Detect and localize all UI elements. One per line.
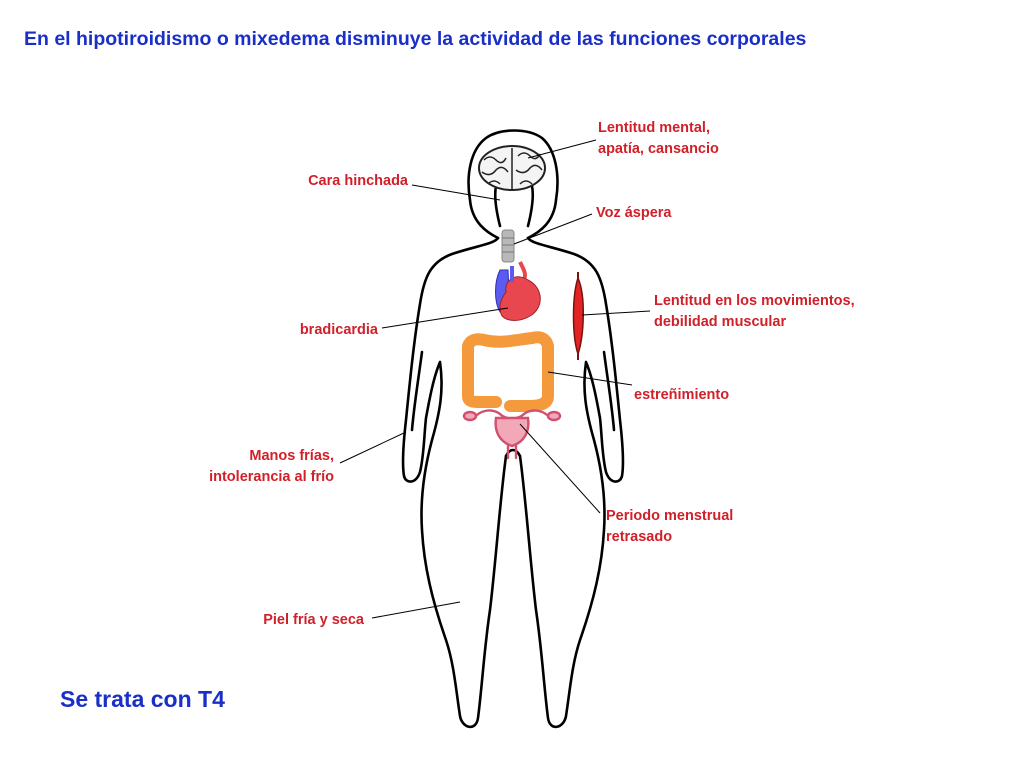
label-cara-hinchada: Cara hinchada — [308, 173, 408, 189]
heart-icon — [495, 261, 541, 321]
label-periodo-menstrual: Periodo menstrual retrasado — [606, 508, 734, 545]
label-lentitud-mental: Lentitud mental, apatía, cansancio — [598, 120, 719, 157]
label-estrenimiento: estreñimiento — [634, 387, 730, 403]
leader-lines — [339, 139, 651, 619]
uterus-icon — [462, 409, 562, 460]
muscle-icon — [572, 272, 585, 360]
label-manos-frias: Manos frías, intolerancia al frío — [209, 448, 334, 485]
page-title: En el hipotiroidismo o mixedema disminuy… — [24, 28, 807, 50]
body-outline — [401, 129, 625, 729]
brain-icon — [478, 145, 546, 191]
label-bradicardia: bradicardia — [299, 322, 378, 338]
label-voz-aspera: Voz áspera — [596, 205, 672, 221]
label-piel-fria: Piel fría y seca — [263, 612, 364, 628]
trachea-icon — [501, 229, 515, 263]
label-lentitud-movimientos: Lentitud en los movimientos, debilidad m… — [654, 293, 855, 330]
footer-note: Se trata con T4 — [60, 686, 225, 712]
intestine-icon — [462, 331, 554, 412]
